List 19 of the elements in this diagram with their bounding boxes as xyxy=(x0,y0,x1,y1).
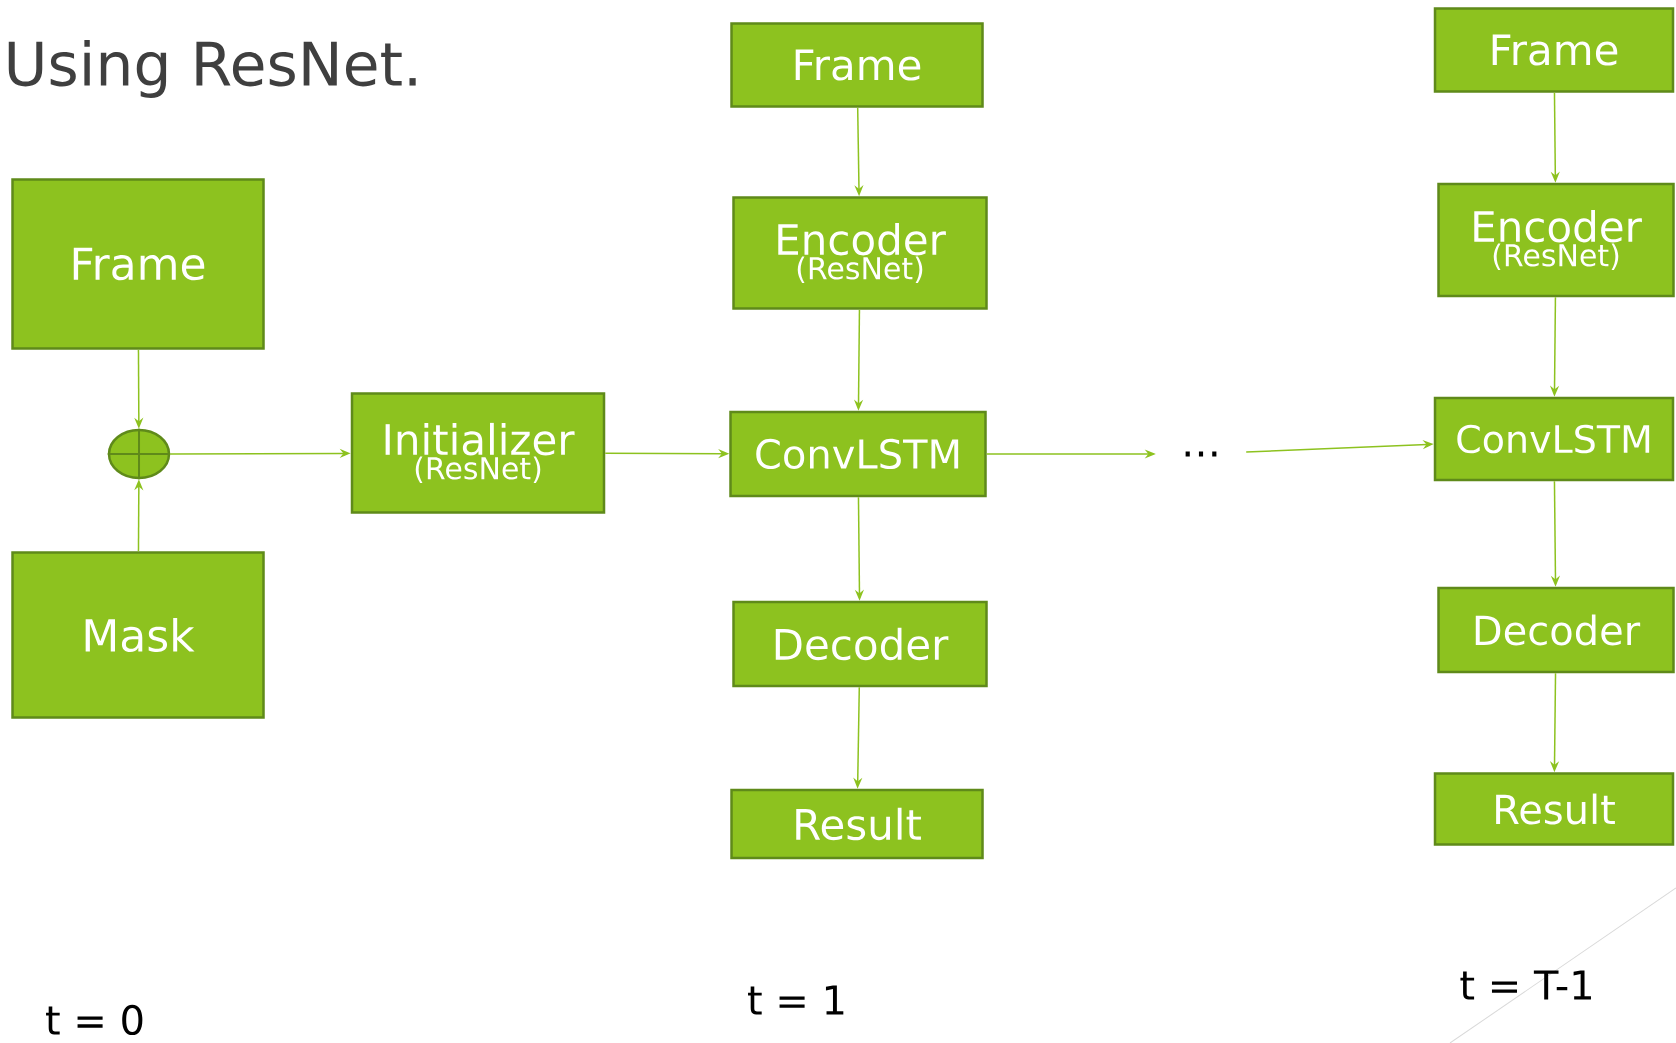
process-box: ConvLSTM xyxy=(1433,396,1675,482)
process-box: Frame xyxy=(730,22,984,108)
time-label: t = 1 xyxy=(748,985,844,1015)
process-box: Frame xyxy=(11,178,265,350)
process-box: Decoder xyxy=(732,600,988,688)
process-box: Encoder (ResNet) xyxy=(732,196,988,310)
process-box: ConvLSTM xyxy=(729,410,987,498)
process-box: Initializer (ResNet) xyxy=(350,392,606,514)
time-label: t = 0 xyxy=(46,1004,143,1036)
process-box: Encoder (ResNet) xyxy=(1437,182,1675,298)
ellipsis-text: … xyxy=(1185,451,1217,457)
time-label: t = T-1 xyxy=(1460,970,1591,1000)
process-box: Mask xyxy=(11,551,265,719)
title: Using ResNet. xyxy=(8,39,416,99)
sum-symbol xyxy=(106,427,172,481)
process-box: Result xyxy=(1433,772,1675,846)
process-box: Frame xyxy=(1433,7,1675,93)
process-box: Result xyxy=(730,788,984,860)
process-box: Decoder xyxy=(1437,586,1675,674)
